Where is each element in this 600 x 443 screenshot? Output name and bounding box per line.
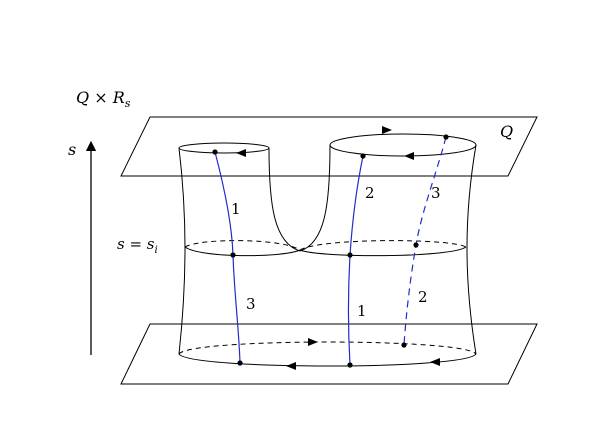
dot-right-mid bbox=[413, 242, 419, 248]
level-label-sub: i bbox=[155, 245, 158, 256]
space-label-sub: s bbox=[125, 97, 131, 110]
top-plane bbox=[120, 116, 538, 177]
arrowhead-bottom-front-right bbox=[430, 358, 440, 366]
bottom-circle-front bbox=[178, 353, 477, 367]
left-outer-side bbox=[178, 147, 186, 355]
number-right-lower: 2 bbox=[418, 288, 428, 306]
arrowhead-left-top bbox=[236, 149, 246, 157]
dot-middle-top bbox=[360, 153, 366, 159]
space-label: Q × Rs bbox=[76, 88, 131, 110]
level-left-front bbox=[184, 246, 301, 257]
bottom-circle-back bbox=[178, 341, 477, 355]
arrowhead-right-top-back bbox=[382, 126, 392, 134]
level-right-back bbox=[299, 240, 467, 251]
number-left-lower: 3 bbox=[246, 295, 256, 313]
dot-right-bottom bbox=[401, 342, 407, 348]
number-left-upper: 1 bbox=[231, 200, 241, 218]
level-left-back bbox=[184, 240, 301, 251]
saddle-right bbox=[299, 144, 331, 252]
strand-middle bbox=[347, 155, 364, 366]
arrowhead-bottom-back bbox=[308, 338, 318, 346]
right-top-circle bbox=[329, 133, 477, 157]
level-label-main: s = s bbox=[117, 235, 155, 253]
arrowhead-right-top-front bbox=[404, 152, 414, 160]
space-label-main: Q × R bbox=[76, 88, 125, 107]
dot-middle-mid bbox=[347, 252, 353, 258]
dot-left-bottom bbox=[237, 360, 243, 366]
level-label: s = si bbox=[117, 235, 158, 256]
number-middle-upper: 2 bbox=[365, 184, 375, 202]
axis-label: s bbox=[68, 140, 76, 159]
left-top-circle bbox=[178, 142, 270, 154]
dot-middle-bottom bbox=[347, 362, 353, 368]
strand-left bbox=[214, 151, 241, 364]
dot-right-top bbox=[443, 134, 449, 140]
saddle-left bbox=[268, 147, 301, 252]
right-outer-side bbox=[466, 144, 477, 355]
level-right-front bbox=[299, 246, 467, 257]
dot-left-top bbox=[212, 149, 218, 155]
number-right-upper: 3 bbox=[431, 184, 441, 202]
bottom-plane bbox=[120, 323, 538, 385]
arrowhead-bottom-front-left bbox=[286, 362, 296, 370]
plane-label: Q bbox=[500, 122, 513, 141]
dot-left-mid bbox=[230, 252, 236, 258]
number-middle-lower: 1 bbox=[357, 302, 367, 320]
